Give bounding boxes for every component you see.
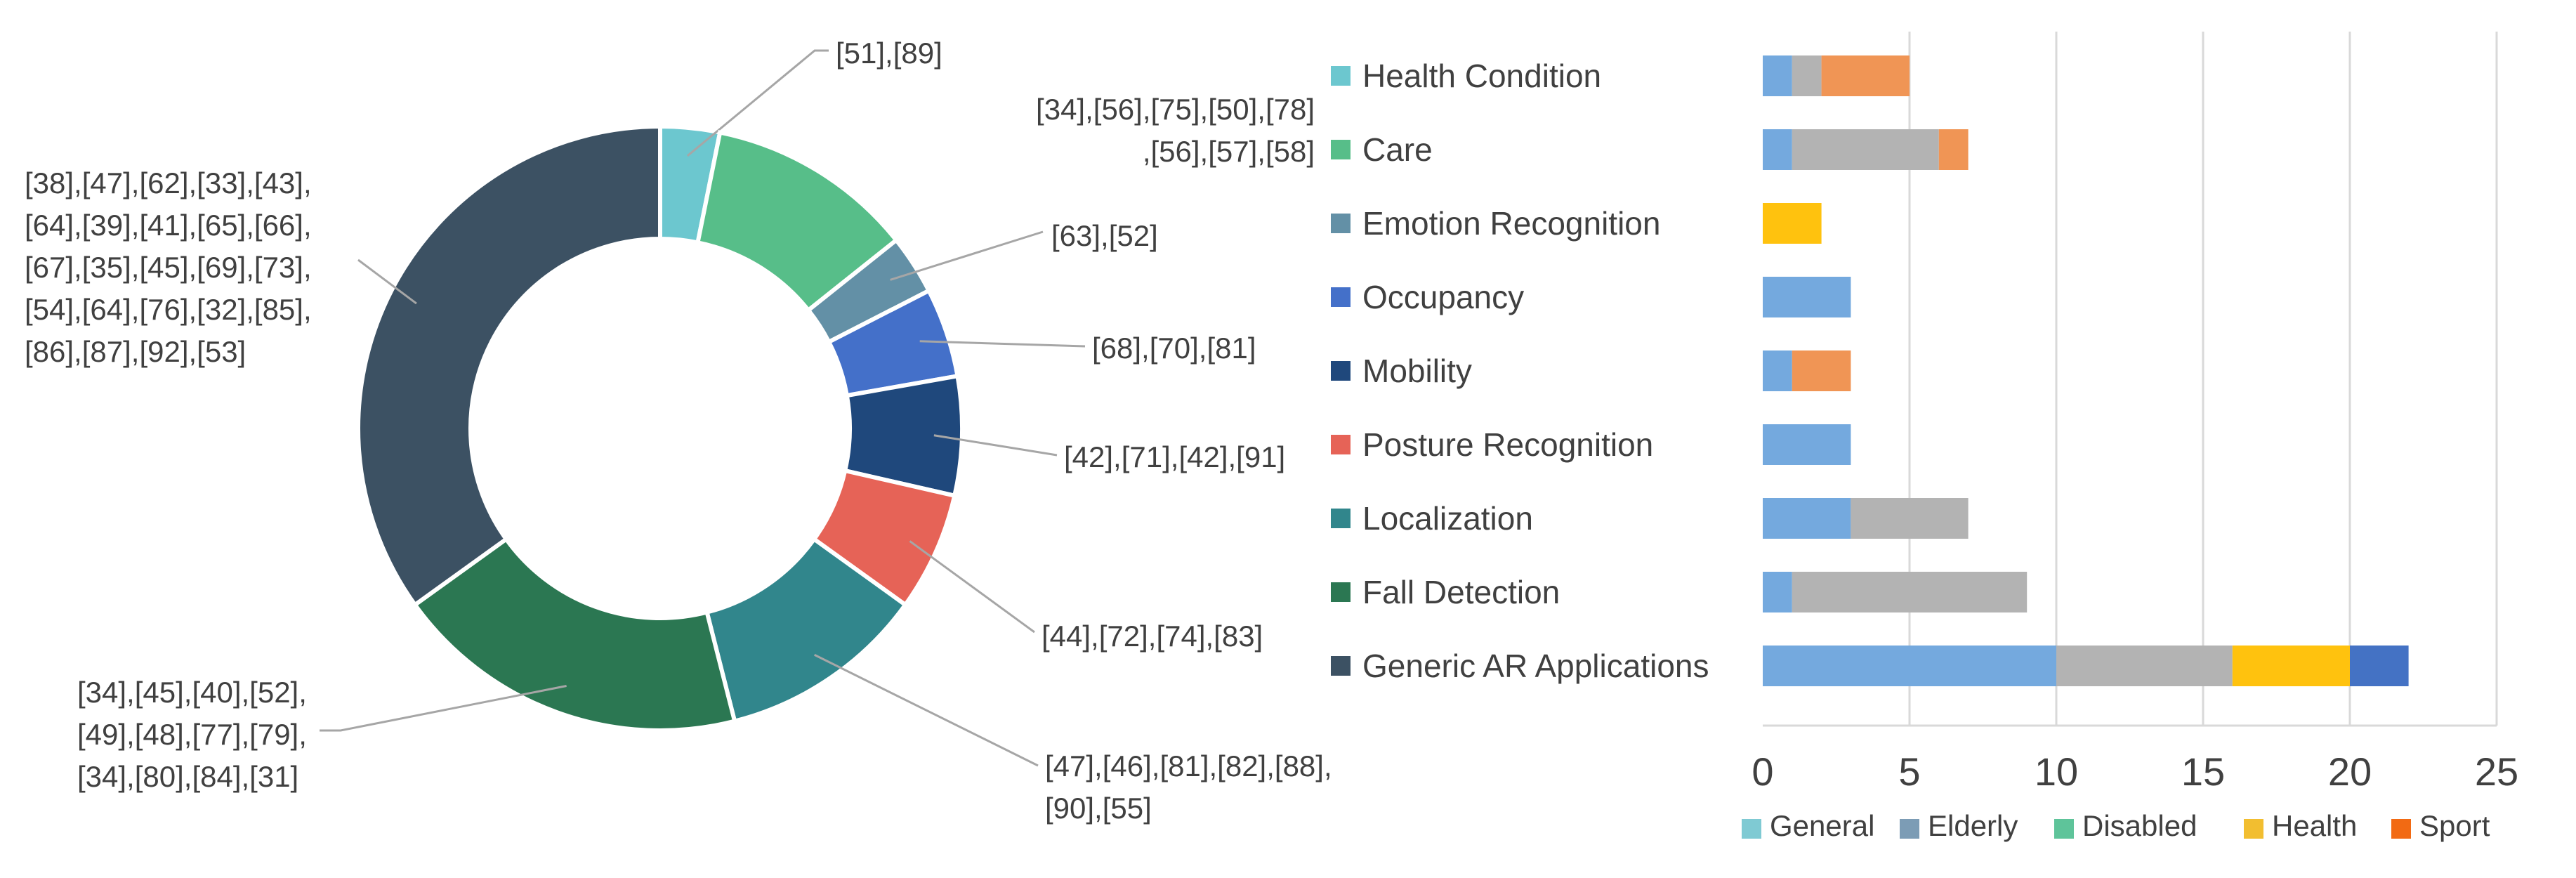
category-marker [1331, 214, 1351, 233]
donut-slice-fall-detection [412, 536, 737, 733]
legend-swatch-general [1742, 819, 1761, 839]
category-marker [1331, 361, 1351, 381]
bar-segment-posture-recognition-0 [1763, 424, 1851, 465]
bar-segment-localization-1 [1851, 498, 1969, 539]
slice-callout-generic-ar-applications: [38],[47],[62],[33],[43],[64],[39],[41],… [25, 166, 312, 368]
leader-line [933, 434, 1058, 457]
bar-segment-fall-detection-1 [1792, 572, 2028, 612]
bar-segment-care-2 [1938, 129, 1969, 170]
bar-segment-generic-ar-applications-2 [2232, 646, 2350, 686]
slice-callout-occupancy: [68],[70],[81] [1092, 332, 1256, 365]
category-label-health-condition: Health Condition [1362, 58, 1601, 94]
slice-callout-health-condition: [51],[89] [836, 37, 942, 70]
bar-segment-generic-ar-applications-0 [1763, 646, 2056, 686]
category-label-mobility: Mobility [1362, 353, 1472, 389]
category-label-fall-detection: Fall Detection [1362, 574, 1560, 610]
slice-callout-care: [34],[56],[75],[50],[78],[56],[57],[58] [1036, 93, 1315, 168]
leader-line [919, 340, 1086, 348]
legend-swatch-sport [2391, 819, 2411, 839]
slice-callout-emotion-recognition: [63],[52] [1051, 219, 1158, 252]
bar-segment-localization-0 [1763, 498, 1851, 539]
x-tick-label: 0 [1752, 749, 1773, 794]
x-tick-label: 15 [2181, 749, 2225, 794]
leader-line [890, 230, 1044, 281]
category-marker [1331, 435, 1351, 454]
category-marker [1331, 656, 1351, 676]
legend-label-sport: Sport [2419, 809, 2490, 842]
leader-line [909, 540, 1035, 634]
category-label-emotion-recognition: Emotion Recognition [1362, 205, 1660, 242]
category-label-generic-ar-applications: Generic AR Applications [1362, 648, 1709, 684]
legend-label-general: General [1770, 809, 1874, 842]
bar-segment-care-0 [1763, 129, 1792, 170]
x-tick-label: 5 [1898, 749, 1920, 794]
legend-label-disabled: Disabled [2082, 809, 2197, 842]
leader-line [320, 685, 567, 732]
x-tick-label: 25 [2475, 749, 2518, 794]
slice-callout-mobility: [42],[71],[42],[91] [1064, 440, 1285, 473]
bar-segment-health-condition-1 [1792, 55, 1822, 96]
leader-line [814, 653, 1039, 767]
legend-label-health: Health [2272, 809, 2357, 842]
category-marker [1331, 509, 1351, 528]
category-marker [1331, 140, 1351, 159]
category-label-care: Care [1362, 131, 1433, 168]
x-tick-label: 10 [2035, 749, 2078, 794]
bar-segment-health-condition-2 [1821, 55, 1910, 96]
slice-callout-posture-recognition: [44],[72],[74],[83] [1041, 620, 1263, 653]
bar-segment-mobility-1 [1792, 350, 1851, 391]
legend-swatch-disabled [2054, 819, 2074, 839]
bar-segment-care-1 [1792, 129, 1939, 170]
leader-line [357, 258, 417, 305]
donut-slice-generic-ar-applications [356, 124, 662, 608]
category-label-occupancy: Occupancy [1362, 279, 1524, 315]
slice-callout-localization: [47],[46],[81],[82],[88],[90],[55] [1045, 749, 1332, 825]
donut-chart: [51],[89] [34],[56],[75],[50],[78],[56],[… [25, 37, 1332, 825]
bar-segment-occupancy-0 [1763, 277, 1851, 317]
category-marker [1331, 66, 1351, 86]
legend-swatch-health [2244, 819, 2263, 839]
x-tick-label: 20 [2328, 749, 2372, 794]
bar-segment-health-condition-0 [1763, 55, 1792, 96]
legend-swatch-elderly [1900, 819, 1919, 839]
slice-callout-fall-detection: [34],[45],[40],[52],[49],[48],[77],[79],… [77, 676, 307, 793]
category-label-localization: Localization [1362, 500, 1533, 537]
leader-line [686, 49, 829, 157]
bar-segment-generic-ar-applications-1 [2056, 646, 2233, 686]
category-label-posture-recognition: Posture Recognition [1362, 426, 1653, 463]
category-marker [1331, 582, 1351, 602]
bar-segment-mobility-0 [1763, 350, 1792, 391]
bar-segment-generic-ar-applications-3 [2350, 646, 2409, 686]
bar-segment-fall-detection-0 [1763, 572, 1792, 612]
bar-segment-emotion-recognition-0 [1763, 203, 1822, 244]
category-marker [1331, 287, 1351, 307]
legend-label-elderly: Elderly [1928, 809, 2018, 842]
